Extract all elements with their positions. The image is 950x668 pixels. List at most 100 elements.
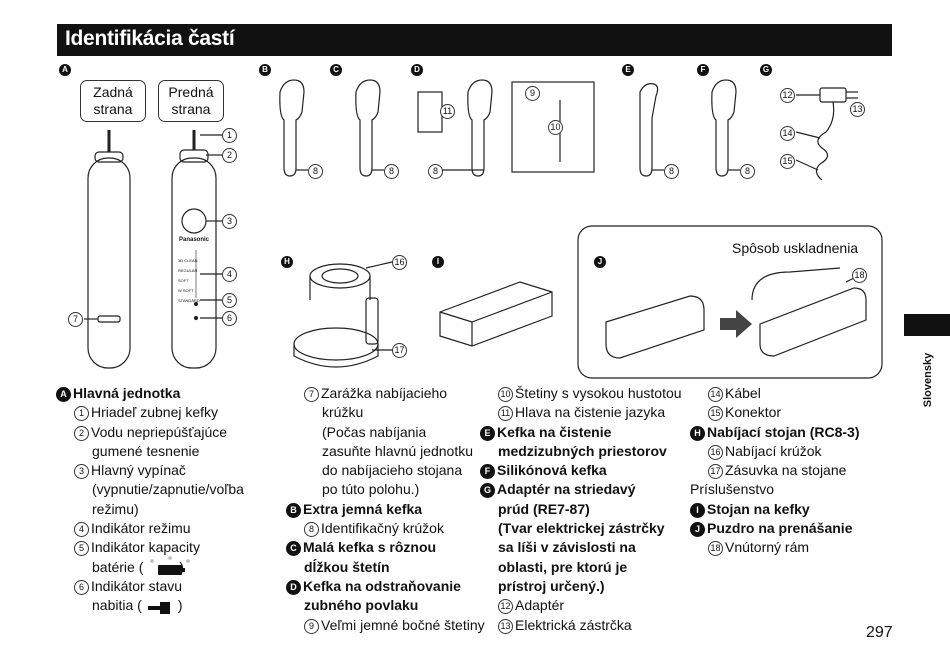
callout-7: 7	[68, 312, 83, 327]
mode-label: W SOFT	[178, 288, 194, 293]
storage-title: Spôsob uskladnenia	[732, 240, 859, 256]
tongue-cleaner-inset	[417, 91, 443, 133]
part-number: 5	[74, 541, 89, 557]
panel-marker-g: G	[760, 64, 772, 76]
part-text: Hlavný vypínač	[91, 462, 186, 479]
part-text: prúd (RE7-87)	[498, 500, 590, 517]
part-line: (vypnutie/zapnutie/voľba	[56, 480, 266, 499]
callout-18: 18	[852, 268, 867, 283]
arrow-icon	[720, 310, 752, 338]
section-marker: H	[690, 425, 705, 441]
part-text: Hlavná jednotka	[73, 385, 181, 401]
part-text: Adaptér na striedavý	[497, 481, 636, 498]
callout-8: 8	[384, 164, 399, 179]
part-line: (Tvar elektrickej zástrčky	[480, 519, 690, 538]
part-text-suffix: )	[179, 558, 185, 575]
power-switch	[181, 208, 207, 234]
section-marker: D	[286, 579, 301, 595]
panel-marker-j: J	[594, 256, 606, 268]
part-line: nabitia ()	[56, 596, 266, 615]
part-number: 2	[74, 425, 89, 441]
callout-8: 8	[308, 164, 323, 179]
part-line: zasuňte hlavnú jednotku	[286, 442, 486, 461]
extra-soft-brush	[279, 79, 305, 177]
part-text: sa líši v závislosti na	[498, 539, 636, 556]
part-number: 6	[74, 579, 89, 595]
part-line: medzizubných priestorov	[480, 442, 690, 461]
silicone-brush	[711, 79, 737, 177]
part-text: Indikátor režimu	[91, 520, 191, 537]
part-text: Puzdro na prenášanie	[707, 520, 853, 537]
callout-14: 14	[780, 126, 795, 141]
part-text: oblasti, pre ktorú je	[498, 558, 628, 575]
section-marker: B	[286, 502, 301, 518]
panel-marker-b: B	[259, 64, 271, 76]
part-line: gumené tesnenie	[56, 442, 266, 461]
part-line: prístroj určený.)	[480, 577, 690, 596]
main-unit-front-body	[171, 157, 217, 369]
panel-marker-h: H	[281, 256, 293, 268]
power-cord	[815, 101, 835, 181]
part-text: (vypnutie/zapnutie/voľba	[92, 481, 244, 498]
charging-ring-stopper	[97, 315, 121, 323]
part-line: zubného povlaku	[286, 596, 486, 615]
panel-marker-d: D	[411, 64, 423, 76]
part-line: sa líši v závislosti na	[480, 538, 690, 557]
callout-3: 3	[222, 214, 237, 229]
part-text: Stojan na kefky	[707, 500, 810, 517]
part-text: Elektrická zástrčka	[515, 616, 632, 633]
callout-4: 4	[222, 267, 237, 282]
part-text: nabitia (	[92, 597, 142, 614]
part-text: (Tvar elektrickej zástrčky	[498, 520, 665, 537]
part-text: zasuňte hlavnú jednotku	[322, 442, 473, 459]
part-text: do nabíjacieho stojana	[322, 462, 463, 479]
part-number: 11	[498, 406, 513, 422]
part-number: 8	[304, 522, 319, 538]
callout-8: 8	[428, 164, 443, 179]
part-line: (Počas nabíjania	[286, 423, 486, 442]
part-text: Veľmi jemné bočné štetiny	[321, 616, 485, 633]
battery-icon	[158, 565, 182, 575]
callout-13: 13	[850, 102, 865, 117]
mode-label: SOFT	[178, 278, 189, 283]
callout-9: 9	[525, 86, 540, 101]
callout-15: 15	[780, 154, 795, 169]
panel-marker-a: A	[59, 64, 71, 76]
callout-2: 2	[222, 148, 237, 163]
panel-marker-c: C	[330, 64, 342, 76]
part-text: Hlava na čistenie jazyka	[515, 404, 666, 421]
part-text: Vnútorný rám	[725, 539, 810, 556]
part-line: do nabíjacieho stojana	[286, 461, 486, 480]
callout-10: 10	[548, 120, 563, 135]
mode-label: STANDARD	[178, 298, 200, 303]
section-marker: C	[286, 541, 301, 557]
section-marker: J	[690, 522, 705, 538]
stand-base	[293, 327, 379, 361]
part-number: 13	[498, 618, 513, 634]
part-line: oblasti, pre ktorú je	[480, 558, 690, 577]
part-number: 17	[708, 464, 723, 480]
compact-multi-length-brush	[355, 79, 381, 177]
brand-logo: Panasonic	[179, 237, 210, 243]
part-text: gumené tesnenie	[92, 442, 200, 459]
part-text: Hriadeľ zubnej kefky	[91, 404, 219, 421]
callout-8: 8	[740, 164, 755, 179]
part-text: režimu)	[92, 500, 139, 517]
part-line: dĺžkou štetín	[286, 558, 486, 577]
